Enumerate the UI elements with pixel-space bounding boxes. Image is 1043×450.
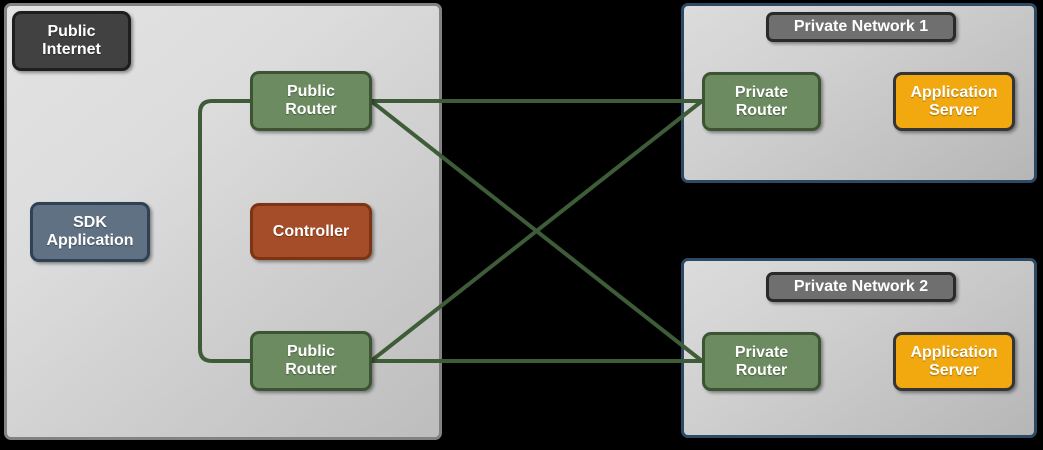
node-public-internet[interactable]: Public Internet — [12, 11, 131, 71]
node-public-internet-label: Public Internet — [42, 23, 101, 58]
node-controller-label: Controller — [272, 222, 350, 240]
node-controller[interactable]: Controller — [250, 203, 372, 260]
private-network-2-badge: Private Network 2 — [766, 272, 956, 302]
node-private-router-2-label: Private Router — [734, 343, 789, 379]
node-public-router-top-label: Public Router — [285, 83, 337, 118]
node-private-router-1[interactable]: Private Router — [702, 72, 821, 131]
node-application-server-1-label: Application Server — [910, 83, 998, 119]
node-application-server-2-label: Application Server — [910, 343, 998, 379]
node-application-server-1[interactable]: Application Server — [893, 72, 1015, 131]
private-network-2-badge-label: Private Network 2 — [793, 278, 929, 295]
node-public-router-bottom[interactable]: Public Router — [250, 331, 372, 391]
node-public-router-bottom-label: Public Router — [285, 343, 337, 378]
node-private-router-1-label: Private Router — [734, 83, 789, 119]
node-application-server-2[interactable]: Application Server — [893, 332, 1015, 391]
node-sdk-application[interactable]: SDK Application — [30, 202, 150, 262]
private-network-1-badge: Private Network 1 — [766, 12, 956, 42]
node-private-router-2[interactable]: Private Router — [702, 332, 821, 391]
node-sdk-application-label: SDK Application — [46, 214, 134, 249]
node-public-router-top[interactable]: Public Router — [250, 71, 372, 131]
private-network-1-badge-label: Private Network 1 — [793, 18, 929, 35]
